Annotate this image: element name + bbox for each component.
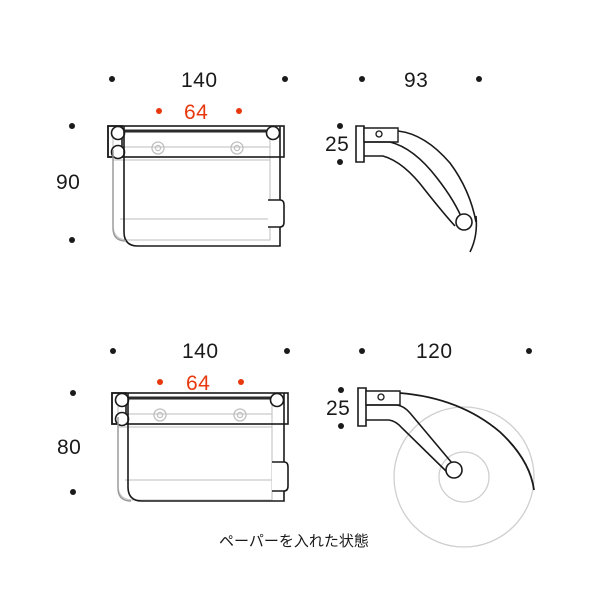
tick-dot-93-left [359, 76, 365, 82]
front-body-outline-empty [123, 126, 281, 247]
side-spindle-tip-empty [455, 213, 473, 231]
detail-ring-left-outer-paper [153, 408, 167, 422]
tick-dot-140-top-right [282, 76, 288, 82]
dimension-label-depth-93: 93 [404, 69, 429, 92]
left-mount-circle-upper-paper [114, 392, 130, 408]
detail-ring-right-outer-empty [230, 141, 244, 155]
tick-dot-64-bottom-left [157, 379, 163, 385]
detail-ring-left-inner-empty [154, 144, 162, 152]
left-mount-circle-upper-empty [110, 125, 126, 141]
right-mount-circle-empty [265, 125, 281, 141]
side-arm-middle-outline-empty [364, 141, 464, 222]
left-cover-edge-paper [117, 417, 132, 502]
dimension-label-width-64-top: 64 [184, 101, 209, 124]
dimension-label-depth-120: 120 [416, 340, 453, 363]
tick-dot-90-upper [69, 123, 75, 129]
side-hub-screw-paper [377, 393, 385, 401]
side-hub-screw-empty [375, 130, 383, 138]
side-paper-tail-empty [469, 215, 478, 253]
tick-dot-25-bottom-lower [338, 423, 344, 429]
drawing-caption: ペーパーを入れた状態 [219, 532, 369, 550]
front-cover-panel-empty [112, 131, 271, 241]
detail-ring-right-inner-empty [233, 144, 241, 152]
dimension-label-height-80: 80 [57, 436, 82, 459]
side-arm-lower-outline-paper [366, 419, 448, 473]
side-arm-upper-outline-empty [397, 130, 477, 223]
dimension-label-height-90: 90 [56, 171, 81, 194]
tick-dot-64-top-left [156, 108, 162, 114]
side-arm-hub-empty [363, 127, 399, 143]
side-arm-middle-outline-paper [366, 404, 453, 464]
dimension-tick-dots [69, 76, 532, 495]
detail-ring-left-outer-empty [151, 141, 165, 155]
tick-dot-25-top-upper [337, 123, 343, 129]
side-wall-plate-empty [355, 125, 365, 163]
view-side-paper [357, 387, 535, 548]
dimension-label-width-140-top: 140 [181, 69, 218, 92]
tick-dot-64-bottom-right [238, 379, 244, 385]
side-spindle-tip-paper [445, 461, 463, 479]
tick-dot-25-top-lower [337, 159, 343, 165]
tick-dot-93-right [476, 76, 482, 82]
tick-dot-140-top-left [109, 76, 115, 82]
paper-roll-outer-circle [393, 406, 535, 548]
right-tab-empty [268, 199, 285, 228]
tick-dot-140-bottom-left [110, 348, 116, 354]
dimension-label-height-25-top: 25 [325, 133, 350, 156]
paper-roll-core-circle [438, 451, 490, 503]
tick-dot-140-bottom-right [284, 348, 290, 354]
view-front-empty [107, 125, 285, 247]
dimension-label-width-140-bottom: 140 [182, 340, 219, 363]
right-mount-circle-paper [269, 392, 285, 408]
view-side-empty [355, 125, 478, 253]
tick-dot-64-top-right [236, 108, 242, 114]
tick-dot-80-upper [70, 390, 76, 396]
view-front-paper [111, 392, 289, 502]
tick-dot-90-lower [69, 237, 75, 243]
tick-dot-120-right [526, 348, 532, 354]
tick-dot-80-lower [70, 489, 76, 495]
side-arm-hub-paper [365, 390, 401, 406]
left-cover-edge-empty [112, 150, 127, 242]
dimension-label-width-64-bottom: 64 [186, 372, 211, 395]
detail-ring-right-outer-paper [233, 408, 247, 422]
paper-sheet-curve [399, 392, 535, 491]
tick-dot-120-left [359, 348, 365, 354]
side-wall-plate-paper [357, 387, 367, 427]
dimension-label-height-25-bottom: 25 [326, 397, 351, 420]
front-body-outline-paper [127, 393, 285, 502]
tick-dot-25-bottom-upper [338, 387, 344, 393]
detail-ring-right-inner-paper [236, 411, 244, 419]
side-arm-lower-outline-empty [364, 155, 456, 227]
detail-ring-left-inner-paper [156, 411, 164, 419]
right-tab-paper [272, 461, 289, 492]
